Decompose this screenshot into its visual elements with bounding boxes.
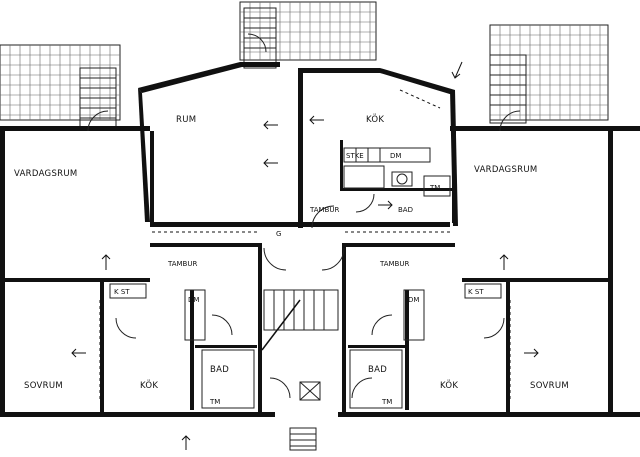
balcony-grid-left: [0, 44, 121, 121]
room-label-sovrum-right: SOVRUM: [530, 381, 569, 391]
arrow-right-sovrum: [524, 348, 539, 358]
room-label-vardagsrum-right: VARDAGSRUM: [474, 165, 538, 175]
interior-walls: [0, 131, 612, 414]
room-label-vardagsrum-left: VARDAGSRUM: [14, 169, 78, 179]
room-label-rum: RUM: [176, 115, 196, 125]
arrow-left-rum-2: [263, 158, 278, 168]
arrow-up-left: [101, 254, 111, 270]
arrow-down-corner: [451, 61, 463, 79]
fixture-label-dm-left: DM: [188, 296, 199, 304]
fixture-label-tm-left: TM: [209, 398, 220, 406]
fixture-label-dm-right: DM: [408, 296, 419, 304]
window-dashes: [99, 89, 511, 400]
room-label-bad-top: BAD: [398, 206, 413, 214]
arrow-up-center: [181, 435, 191, 450]
room-label-kok-top: KÖK: [366, 114, 384, 125]
stair-top-left: [79, 67, 117, 129]
fixture-label-tm-right: TM: [381, 398, 392, 406]
fixture-label-kst-right: K ST: [468, 288, 484, 296]
arrow-left-sovrum: [71, 348, 86, 358]
arrow-up-right: [499, 254, 509, 270]
room-label-tambur-left: TAMBUR: [167, 260, 197, 268]
door-swings: [87, 33, 521, 399]
direction-arrows: [71, 61, 539, 450]
exterior-walls: [0, 62, 640, 417]
fixture-label-g: G: [276, 230, 281, 238]
arrow-left-kok-top: [309, 115, 324, 125]
central-stairwell: [261, 289, 339, 401]
kitchen-fixtures: [109, 147, 502, 409]
arrow-left-rum-1: [263, 120, 278, 130]
balcony-grid-right: [489, 24, 609, 121]
balcony-grid-top: [239, 1, 377, 61]
fixture-label-kst-left: K ST: [114, 288, 130, 296]
room-label-bad-right: BAD: [368, 365, 387, 375]
fixture-label-stke: STKE: [346, 152, 364, 160]
entrance-steps-bottom: [289, 427, 317, 451]
room-label-bad-left: BAD: [210, 365, 229, 375]
room-label-tambur-top: TAMBUR: [309, 206, 339, 214]
fixture-label-dm-top: DM: [390, 152, 401, 160]
fixture-label-tm-top: TM: [429, 184, 440, 192]
room-label-kok-right: KÖK: [440, 380, 458, 391]
stair-top-center: [243, 7, 277, 69]
room-label-tambur-right: TAMBUR: [379, 260, 409, 268]
stair-top-right: [489, 54, 527, 124]
room-label-sovrum-left: SOVRUM: [24, 381, 63, 391]
room-label-kok-left: KÖK: [140, 380, 158, 391]
arrow-right-bad-top: [378, 200, 393, 210]
